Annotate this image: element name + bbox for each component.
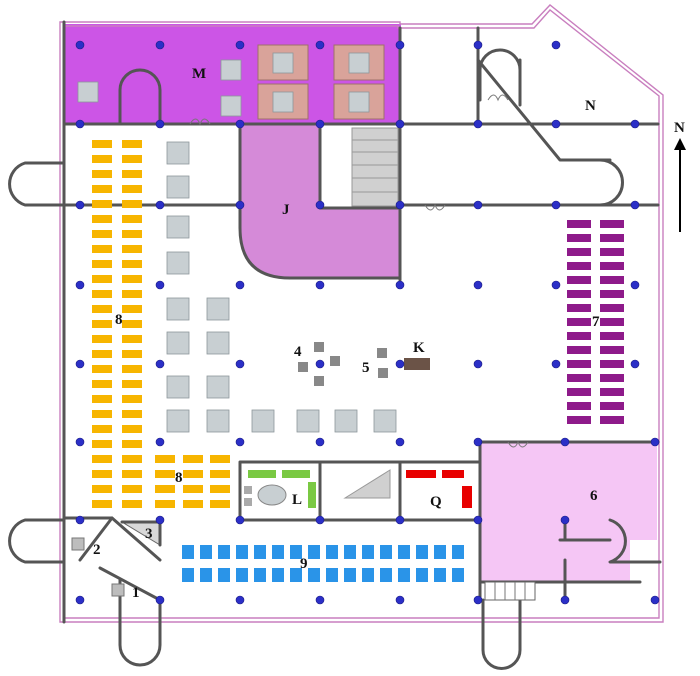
round-bays	[8, 48, 662, 670]
toilet-2-label[interactable]: 2	[93, 542, 101, 558]
toilet-icons	[71, 537, 125, 597]
zone-j-label[interactable]: J	[282, 202, 290, 218]
desks-9	[182, 545, 464, 582]
building-outline-inner	[63, 9, 660, 619]
computers-4-label[interactable]: 4	[294, 344, 302, 360]
shelves-8-main	[92, 140, 142, 508]
shelves-7-label[interactable]: 7	[592, 314, 600, 330]
zone-q-label[interactable]: Q	[430, 494, 442, 510]
desks-9-label[interactable]: 9	[300, 556, 308, 572]
zone-m-tables	[77, 44, 385, 120]
north-arrow-icon	[674, 138, 686, 232]
shelves-8-lower-label[interactable]: 8	[175, 470, 183, 486]
building-outline	[59, 4, 664, 623]
shelves-8-lower	[155, 455, 230, 508]
study-tables	[166, 141, 397, 433]
room-l-furniture	[244, 470, 316, 508]
doors	[189, 94, 536, 601]
shelves-7	[567, 220, 624, 424]
shelves-8-main-label[interactable]: 8	[115, 312, 123, 328]
compass-north-label: N	[674, 120, 685, 136]
room-q-furniture	[406, 470, 472, 508]
computers-5-label[interactable]: 5	[362, 360, 370, 376]
zone-l-label[interactable]: L	[292, 492, 302, 508]
columns	[75, 40, 660, 605]
stairs-3-label[interactable]: 3	[145, 526, 153, 542]
zone-m-label[interactable]: M	[192, 66, 206, 82]
staircase-lower	[343, 469, 391, 499]
zone-6-area[interactable]	[480, 442, 657, 582]
counter-k	[404, 358, 430, 370]
staircase-upper	[351, 127, 399, 207]
zone-k-label[interactable]: K	[413, 340, 425, 356]
toilet-1-label[interactable]: 1	[132, 585, 140, 601]
zone-6-label[interactable]: 6	[590, 488, 598, 504]
computer-stations	[298, 342, 388, 386]
zone-n-label[interactable]: N	[585, 98, 596, 114]
